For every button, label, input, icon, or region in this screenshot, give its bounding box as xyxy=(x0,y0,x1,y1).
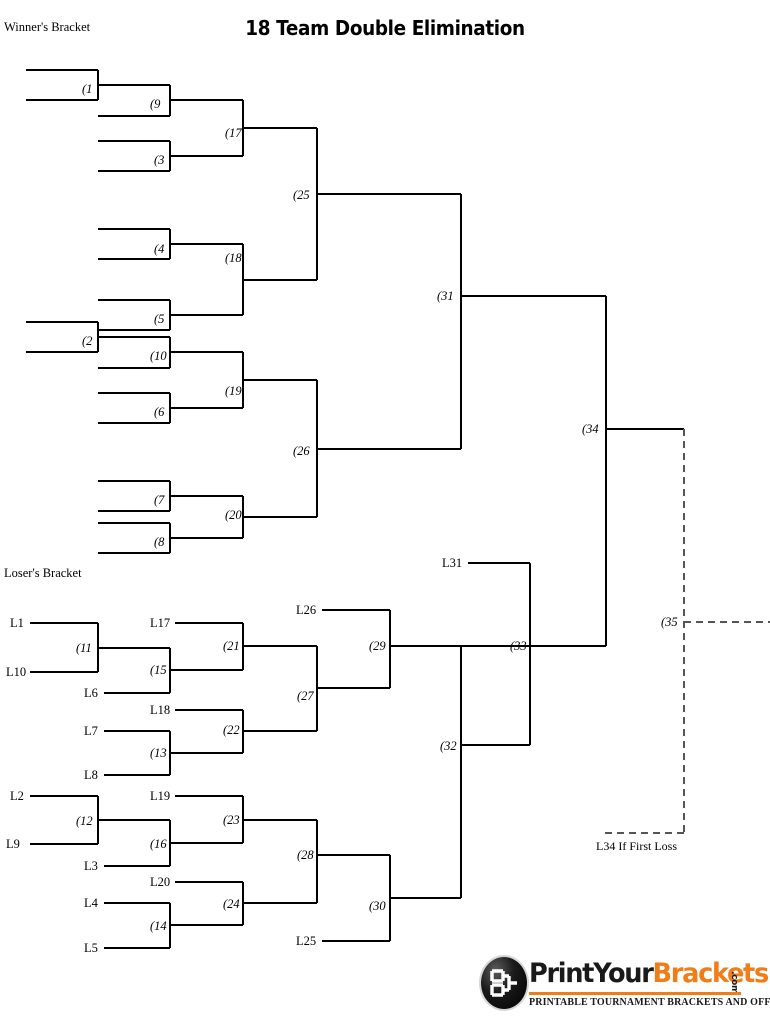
match-label-18: (18 xyxy=(225,251,242,265)
lb-game-28-lines xyxy=(243,818,319,905)
match-label-29: (29 xyxy=(369,639,386,653)
match-label-11: (11 xyxy=(76,641,92,655)
match-label-20: (20 xyxy=(225,508,242,522)
match-label-16: (16 xyxy=(150,837,167,851)
match-label-19: (19 xyxy=(225,384,242,398)
seat-label-L3: L3 xyxy=(84,859,98,873)
bracket-logo-icon xyxy=(481,957,527,1009)
seat-label-L18: L18 xyxy=(150,703,170,717)
seat-label-L4: L4 xyxy=(84,896,99,910)
lb-game-32-lines xyxy=(390,644,463,900)
match-label-10: (10 xyxy=(150,349,167,363)
match-label-21: (21 xyxy=(223,639,240,653)
match-label-22: (22 xyxy=(223,723,240,737)
wb-game-34-lines xyxy=(461,294,608,648)
winners-bracket-label: Winner's Bracket xyxy=(4,20,91,34)
printyourbrackets-logo[interactable]: PrintYourBrackets .com PRINTABLE TOURNAM… xyxy=(481,955,770,1017)
match-label-6: (6 xyxy=(154,405,165,419)
match-label-27: (27 xyxy=(297,689,314,703)
match-label-1: (1 xyxy=(82,82,92,96)
match-label-8: (8 xyxy=(154,535,165,549)
match-label-32: (32 xyxy=(440,739,457,753)
page-title: 18 Team Double Elimination xyxy=(245,16,525,40)
match-label-31: (31 xyxy=(437,289,454,303)
logo-dotcom: .com xyxy=(729,971,739,995)
match-label-12: (12 xyxy=(76,814,93,828)
if-first-loss-note: L34 If First Loss xyxy=(596,839,677,853)
match-label-24: (24 xyxy=(223,897,240,911)
match-label-34: (34 xyxy=(582,422,599,436)
seat-label-L31: L31 xyxy=(442,556,462,570)
seat-label-L20: L20 xyxy=(150,875,170,889)
loser-feed-labels: L1 L10 L6 L7 L8 L2 L9 L3 L4 L5 L17 L18 L… xyxy=(6,556,462,955)
seat-label-L7: L7 xyxy=(84,724,98,738)
match-label-28: (28 xyxy=(297,848,314,862)
lb-game-30-lines xyxy=(317,853,392,943)
seat-label-L25: L25 xyxy=(296,934,316,948)
wb-game-25-lines xyxy=(243,126,319,282)
match-label-9: (9 xyxy=(150,97,161,111)
match-label-33: (33 xyxy=(510,639,527,653)
match-label-23: (23 xyxy=(223,813,240,827)
seat-label-L9: L9 xyxy=(6,837,20,851)
seat-label-L8: L8 xyxy=(84,768,98,782)
match-label-2: (2 xyxy=(82,334,92,348)
seat-label-L2: L2 xyxy=(10,789,24,803)
match-label-26: (26 xyxy=(293,444,310,458)
logo-word-print: Print xyxy=(529,958,594,989)
seat-label-L10: L10 xyxy=(6,665,26,679)
seat-label-L19: L19 xyxy=(150,789,170,803)
lb-game-29-lines xyxy=(317,608,392,690)
match-label-5: (5 xyxy=(154,312,164,326)
logo-tagline: PRINTABLE TOURNAMENT BRACKETS AND OFFICE… xyxy=(529,997,770,1008)
logo-wordmark: PrintYourBrackets xyxy=(529,958,770,989)
logo-word-your: Your xyxy=(593,958,654,989)
seat-label-L5: L5 xyxy=(84,941,98,955)
match-label-7: (7 xyxy=(154,493,165,507)
seat-label-L17: L17 xyxy=(150,616,170,630)
losers-bracket-label: Loser's Bracket xyxy=(4,566,82,580)
match-number-labels: (1 (9 (3 (17 (4 (5 (18 (25 (2 (10 (6 (19… xyxy=(76,82,678,933)
wb-game-19-lines xyxy=(170,350,245,410)
match-label-25: (25 xyxy=(293,188,310,202)
logo-underline xyxy=(529,992,741,995)
logo-word-brackets: Brackets xyxy=(652,958,770,989)
match-label-3: (3 xyxy=(154,153,164,167)
seat-label-L26: L26 xyxy=(296,603,316,617)
lb-game-33-lines xyxy=(461,561,532,747)
match-label-30: (30 xyxy=(369,899,386,913)
seat-label-L6: L6 xyxy=(84,686,98,700)
match-label-13: (13 xyxy=(150,746,167,760)
match-label-17: (17 xyxy=(225,126,242,140)
wb-game-31-lines xyxy=(317,192,463,451)
if-first-loss-dashed-path xyxy=(602,429,686,835)
match-label-15: (15 xyxy=(150,663,167,677)
match-label-35: (35 xyxy=(661,615,678,629)
seat-label-L1: L1 xyxy=(10,616,24,630)
match-label-14: (14 xyxy=(150,919,167,933)
match-label-4: (4 xyxy=(154,242,164,256)
